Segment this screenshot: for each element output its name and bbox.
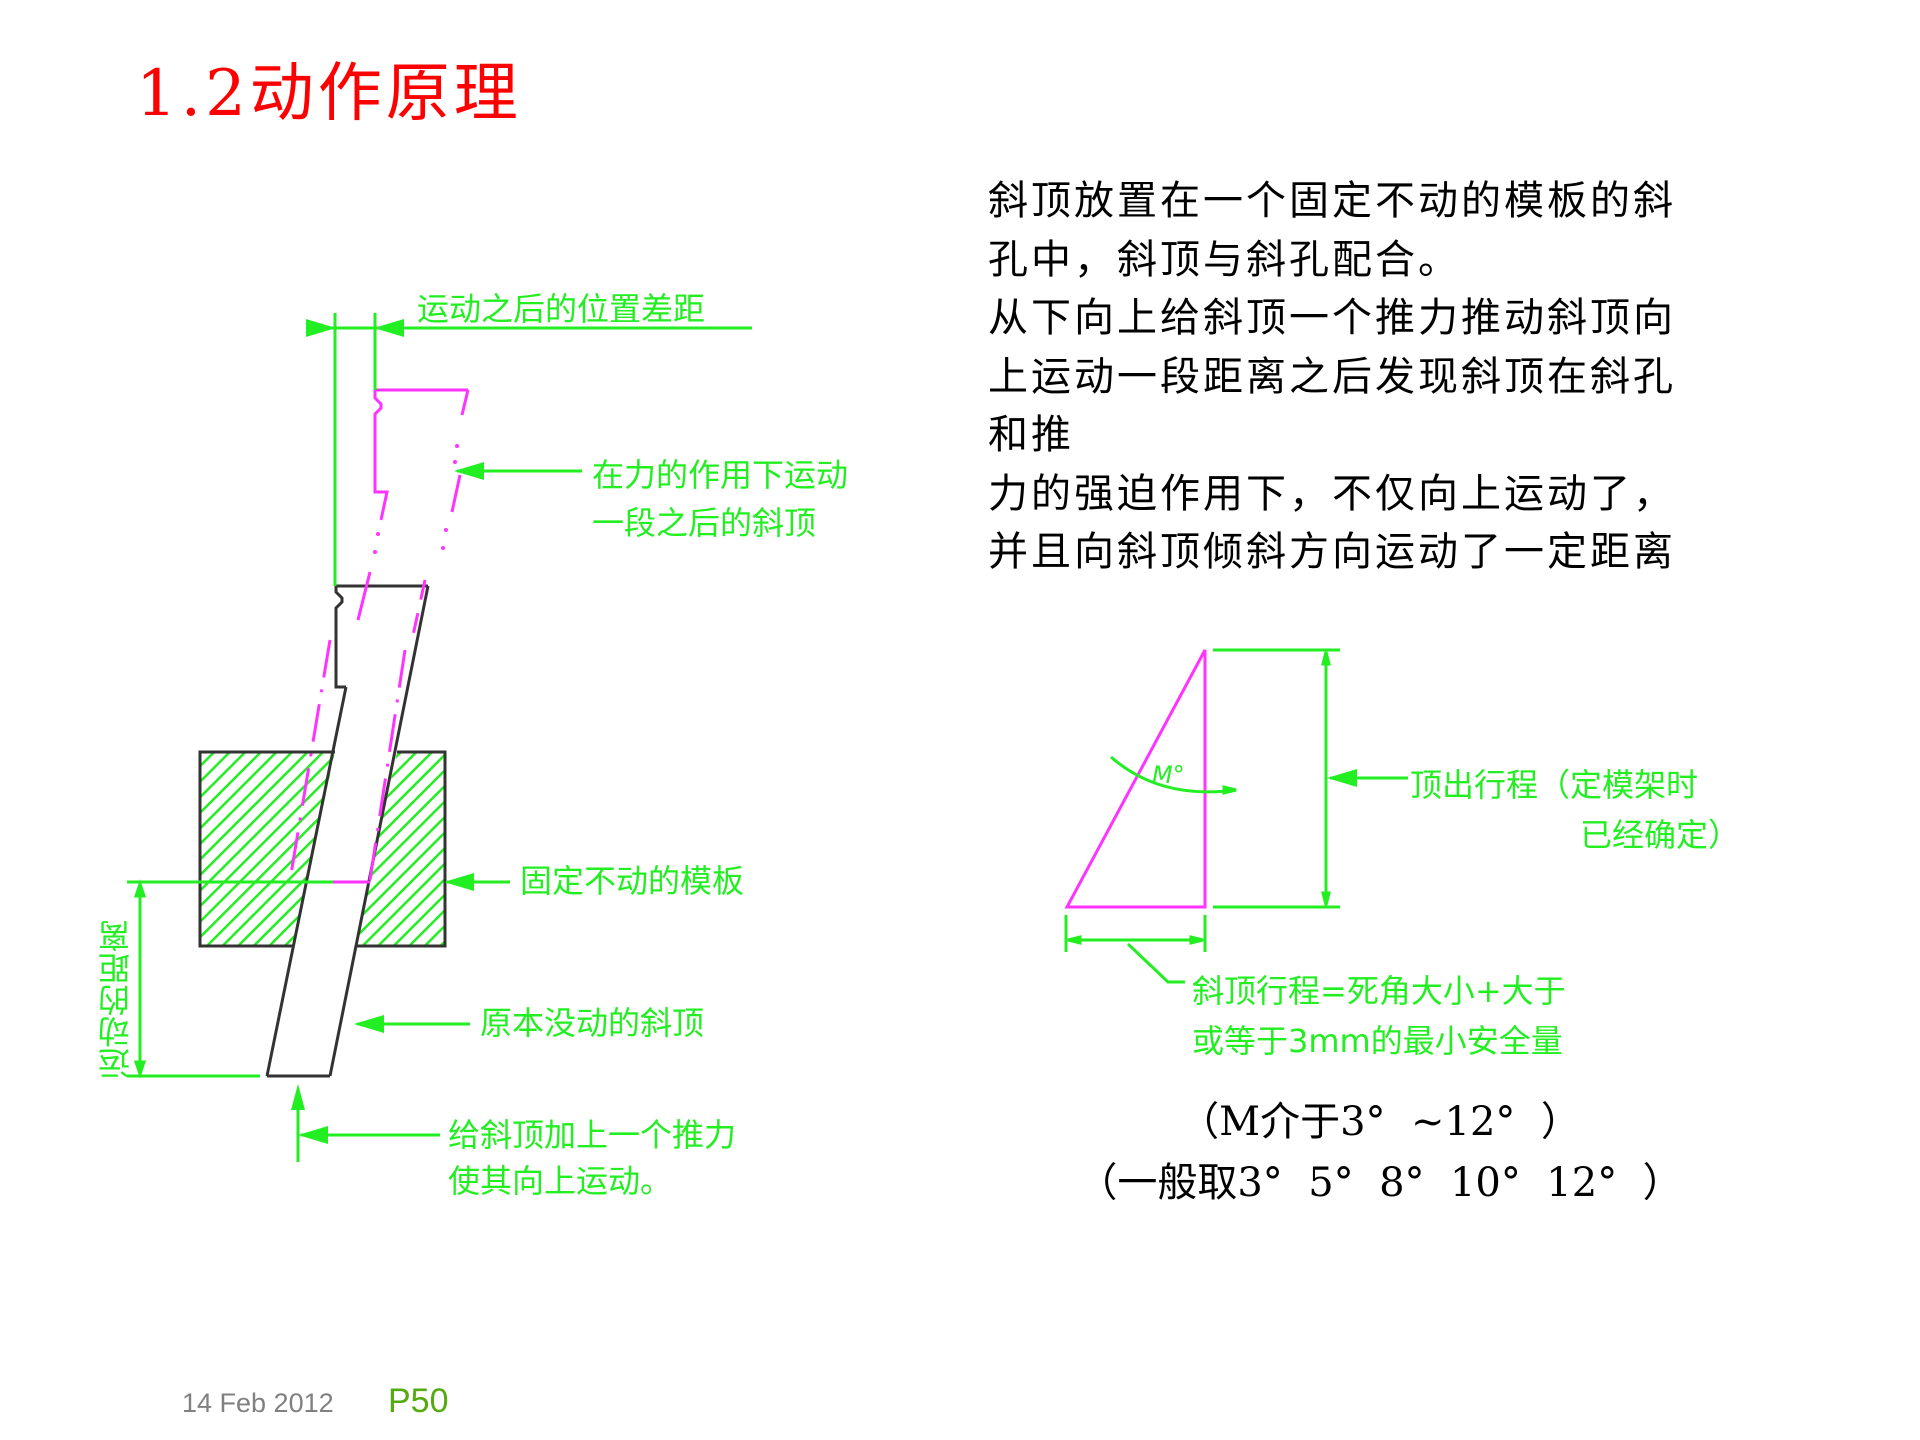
angle-triangle <box>1064 649 1207 909</box>
fixed-mold-plate <box>198 750 447 948</box>
label-ejection-stroke-line1: 顶出行程（定模架时 <box>1410 766 1699 804</box>
description-line: 上运动一段距离之后发现斜顶在斜孔 <box>988 353 1676 400</box>
travel-distance-dimension <box>127 879 333 1079</box>
label-push-force-line1: 给斜顶加上一个推力 <box>448 1116 737 1154</box>
moved-lifter <box>288 388 470 884</box>
leader-lines <box>298 462 582 1144</box>
angle-common-text: （一般取3° 5° 8° 10° 12° ） <box>1077 1160 1683 1206</box>
description-line: 和推 <box>988 412 1074 458</box>
description-line: 从下向上给斜顶一个推力推动斜顶向 <box>988 295 1676 341</box>
description-line: 斜顶放置在一个固定不动的模板的斜 <box>988 178 1676 224</box>
label-moved-lifter-line1: 在力的作用下运动 <box>592 456 849 494</box>
footer-date: 14 Feb 2012 <box>182 1388 334 1418</box>
push-force-arrow <box>291 1084 305 1162</box>
label-moved-lifter-line2: 一段之后的斜顶 <box>592 504 817 542</box>
angle-arc <box>1110 755 1237 795</box>
label-ejection-stroke-line2: 已经确定） <box>1580 816 1741 854</box>
label-travel-distance: 运动的距离 <box>97 920 135 1080</box>
lifter-stroke-dimension <box>1064 915 1207 984</box>
description-line: 孔中，斜顶与斜孔配合。 <box>988 236 1461 283</box>
position-offset-dimension <box>306 313 752 586</box>
description-line: 力的强迫作用下，不仅向上运动了， <box>988 470 1676 517</box>
label-original-lifter: 原本没动的斜顶 <box>480 1004 705 1042</box>
label-angle: M° <box>1152 761 1185 789</box>
angle-range-text: （M介于3° ~12° ） <box>1179 1099 1581 1145</box>
description-line: 并且向斜顶倾斜方向运动了一定距离 <box>988 529 1676 575</box>
footer-page-number: P50 <box>388 1382 449 1420</box>
label-push-force-line2: 使其向上运动。 <box>448 1162 673 1200</box>
label-position-offset: 运动之后的位置差距 <box>417 290 706 328</box>
label-lifter-stroke-line1: 斜顶行程=死角大小+大于 <box>1192 972 1566 1010</box>
label-fixed-plate: 固定不动的模板 <box>520 862 745 900</box>
slide-title: 1.2动作原理 <box>136 57 522 131</box>
label-lifter-stroke-line2: 或等于3mm的最小安全量 <box>1192 1022 1563 1060</box>
description-text: 斜顶放置在一个固定不动的模板的斜 孔中，斜顶与斜孔配合。 从下向上给斜顶一个推力… <box>988 172 1788 582</box>
ejection-stroke-dimension <box>1213 648 1408 909</box>
